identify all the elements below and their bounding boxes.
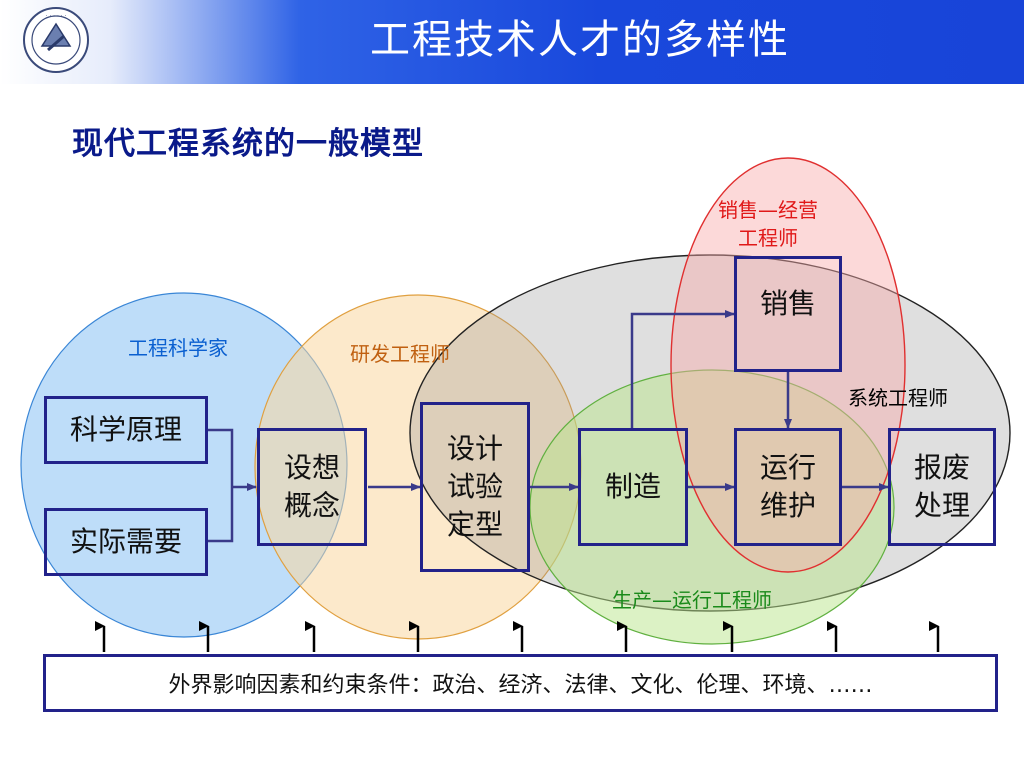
production-circle <box>529 369 895 645</box>
needs-connector <box>208 487 234 543</box>
operation-maintenance-box: 运行 维护 <box>734 428 842 546</box>
disposal-box: 报废 处理 <box>888 428 996 546</box>
design-test-box: 设计 试验 定型 <box>420 402 530 572</box>
svg-text:· · · · · ·: · · · · · · <box>46 13 67 20</box>
constraints-text: 外界影响因素和约束条件：政治、经济、法律、文化、伦理、环境、…… <box>168 673 873 698</box>
sales-ellipse <box>670 157 906 573</box>
page-title: 工程技术人才的多样性 <box>370 17 790 63</box>
system-engineer-label: 系统工程师 <box>848 386 948 410</box>
university-logo-icon: · · · · · · <box>23 7 89 73</box>
diagram-heading: 现代工程系统的一般模型 <box>72 126 424 162</box>
title-bar: · · · · · · 工程技术人才的多样性 <box>0 0 1024 84</box>
production-engineer-label: 生产—运行工程师 <box>612 588 772 612</box>
sales-engineer-label: 销售—经营 工程师 <box>718 198 818 250</box>
manufacture-to-sales-arrow <box>630 310 735 428</box>
practical-need-box: 实际需要 <box>44 508 208 576</box>
constraint-arrows <box>95 621 940 652</box>
constraints-box: 外界影响因素和约束条件：政治、经济、法律、文化、伦理、环境、…… <box>43 654 998 712</box>
rd-engineer-label: 研发工程师 <box>350 342 450 366</box>
science-connector <box>208 428 234 487</box>
manufacture-box: 制造 <box>578 428 688 546</box>
scientist-label: 工程科学家 <box>128 336 228 360</box>
concept-box: 设想 概念 <box>257 428 367 546</box>
sales-box: 销售 <box>734 256 842 372</box>
science-principle-box: 科学原理 <box>44 396 208 464</box>
